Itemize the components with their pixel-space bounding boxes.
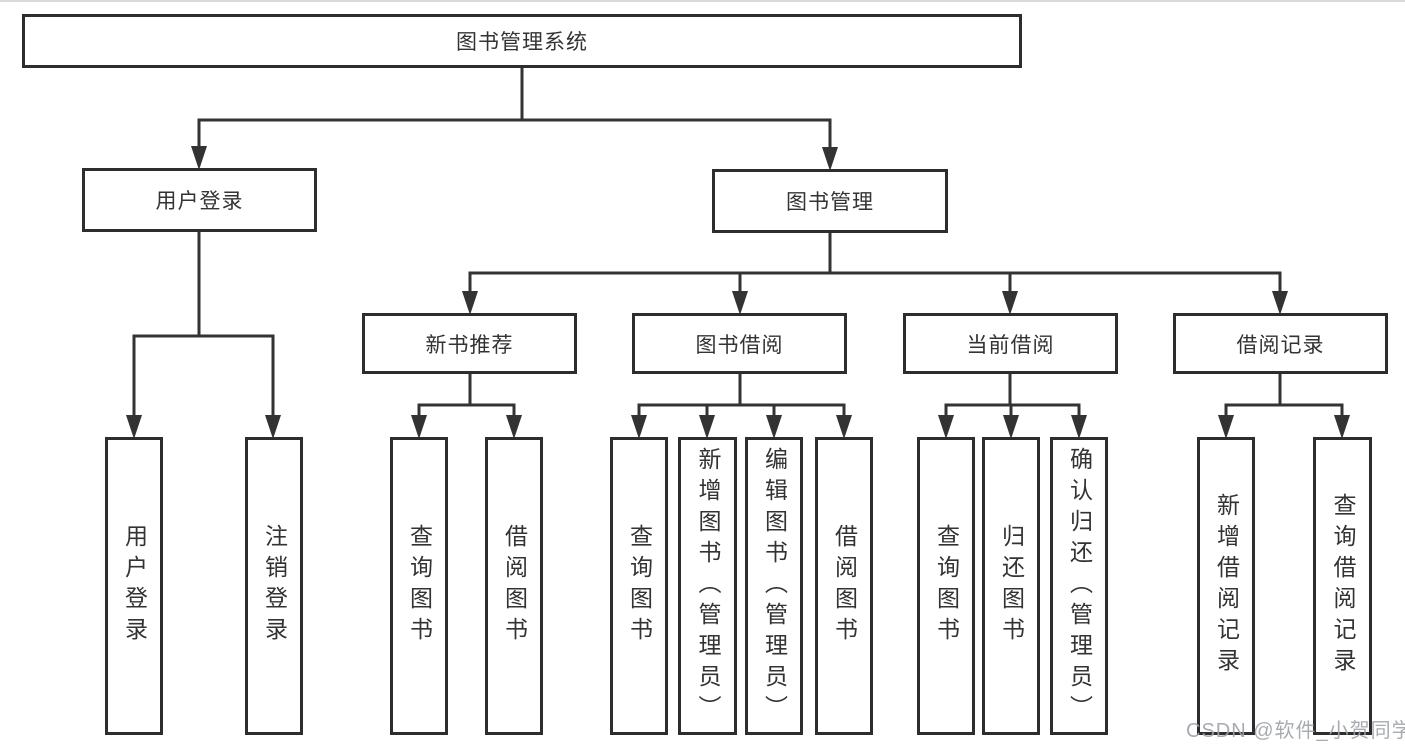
leaf-logout-label: 注销登录 <box>261 524 288 648</box>
node-user-login: 用户登录 <box>82 168 317 232</box>
leaf-user-login: 用户登录 <box>105 437 163 735</box>
node-current-borrow: 当前借阅 <box>903 313 1118 374</box>
leaf-add-borrow-record: 新增借阅记录 <box>1197 437 1255 735</box>
leaf-borrow-books-label: 借阅图书 <box>831 524 858 648</box>
leaf-query-books-recommend: 查询图书 <box>390 437 448 735</box>
leaf-user-login-label: 用户登录 <box>121 524 148 648</box>
leaf-borrow-books-recommend-label: 借阅图书 <box>501 524 528 648</box>
leaf-return-books: 归还图书 <box>982 437 1040 735</box>
node-user-login-label: 用户登录 <box>155 190 244 213</box>
leaf-confirm-return-admin: 确认归还（管理员） <box>1050 437 1108 735</box>
watermark-text: CSDN @软件_小贺同学 <box>1186 720 1405 742</box>
node-book-borrow-label: 图书借阅 <box>695 333 784 357</box>
node-root-label: 图书管理系统 <box>456 31 588 54</box>
leaf-query-books-borrow-label: 查询图书 <box>626 524 653 648</box>
leaf-borrow-books: 借阅图书 <box>815 437 873 735</box>
node-borrow-records: 借阅记录 <box>1173 313 1388 374</box>
leaf-query-books-recommend-label: 查询图书 <box>406 524 433 648</box>
leaf-return-books-label: 归还图书 <box>998 524 1025 648</box>
leaf-query-books-borrow: 查询图书 <box>610 437 668 735</box>
node-book-borrow: 图书借阅 <box>632 313 847 374</box>
page-top-edge <box>0 0 1405 2</box>
leaf-add-borrow-record-label: 新增借阅记录 <box>1213 493 1240 679</box>
leaf-add-books-admin: 新增图书（管理员） <box>678 437 737 735</box>
node-new-book-recommend-label: 新书推荐 <box>425 333 514 357</box>
node-book-management: 图书管理 <box>712 169 948 233</box>
node-current-borrow-label: 当前借阅 <box>966 333 1055 357</box>
leaf-edit-books-admin: 编辑图书（管理员） <box>745 437 803 735</box>
node-new-book-recommend: 新书推荐 <box>362 313 577 374</box>
leaf-query-borrow-record-label: 查询借阅记录 <box>1330 493 1356 679</box>
leaf-confirm-return-admin-label: 确认归还（管理员） <box>1066 446 1093 726</box>
leaf-borrow-books-recommend: 借阅图书 <box>485 437 543 735</box>
leaf-query-borrow-record: 查询借阅记录 <box>1313 437 1372 735</box>
node-borrow-records-label: 借阅记录 <box>1236 333 1325 357</box>
leaf-query-books-current-label: 查询图书 <box>933 524 960 648</box>
leaf-add-books-admin-label: 新增图书（管理员） <box>695 446 721 726</box>
arrowhead-icons <box>126 146 1350 439</box>
leaf-logout: 注销登录 <box>245 437 303 735</box>
node-root-system: 图书管理系统 <box>22 14 1022 68</box>
node-book-management-label: 图书管理 <box>786 191 874 214</box>
leaf-query-books-current: 查询图书 <box>917 437 975 735</box>
leaf-edit-books-admin-label: 编辑图书（管理员） <box>761 446 788 726</box>
